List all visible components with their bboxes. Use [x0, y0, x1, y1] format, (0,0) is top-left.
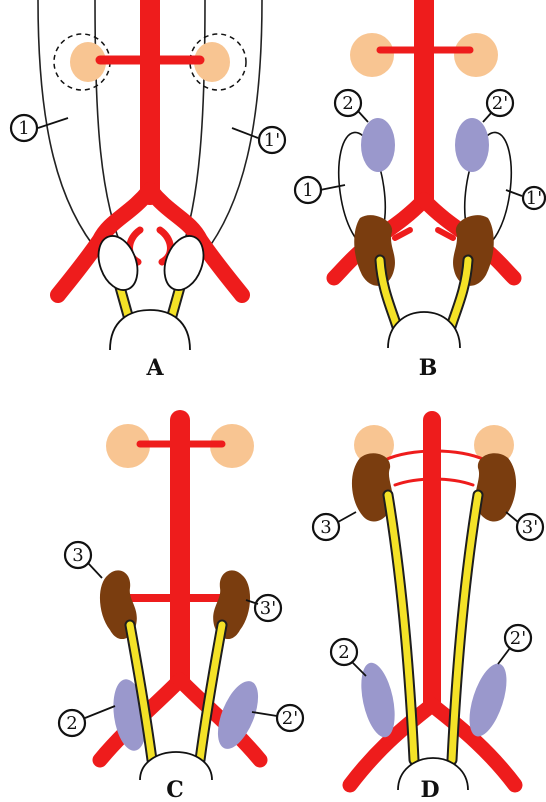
- svg-text:1: 1: [302, 180, 313, 201]
- svg-text:1': 1': [264, 130, 280, 151]
- svg-text:3: 3: [320, 517, 331, 538]
- callout-3prime-c: 3': [246, 595, 281, 621]
- panel-label-a: A: [145, 355, 164, 381]
- callout-2prime-d: 2': [498, 625, 531, 664]
- panel-d: 3 3' 2 2' D: [313, 420, 543, 802]
- mesonephros-right-b: [455, 118, 489, 172]
- callout-1-a: 1: [11, 115, 68, 141]
- svg-text:2: 2: [342, 93, 353, 114]
- svg-text:2: 2: [66, 713, 77, 734]
- svg-text:2': 2': [492, 93, 508, 114]
- panel-a: 1 1' A: [11, 0, 285, 381]
- mesonephros-left-b: [361, 118, 395, 172]
- callout-2prime-c: 2': [252, 705, 303, 731]
- callout-2prime-b: 2': [483, 90, 513, 122]
- callout-1prime-a: 1': [232, 127, 285, 153]
- gonad-left-b: [350, 33, 394, 77]
- callout-1-b: 1: [295, 177, 345, 203]
- callout-3-d: 3: [313, 512, 356, 540]
- callout-3prime-d: 3': [506, 512, 543, 540]
- panel-b: 2 2' 1 1' B: [295, 0, 545, 381]
- metanephros-right-b: [453, 215, 494, 286]
- callout-2-b: 2: [335, 90, 368, 122]
- svg-text:2': 2': [510, 628, 526, 649]
- panel-c: 3 3' 2 2' C: [59, 420, 303, 802]
- svg-text:3': 3': [522, 517, 538, 538]
- callout-2-c: 2: [59, 706, 115, 736]
- panel-label-b: B: [419, 355, 438, 381]
- svg-text:2: 2: [338, 642, 349, 663]
- svg-text:1: 1: [18, 118, 29, 139]
- metanephros-left-b: [354, 215, 395, 286]
- svg-text:1': 1': [526, 188, 542, 209]
- callout-1prime-b: 1': [506, 187, 545, 209]
- gonad-right-b: [454, 33, 498, 77]
- callout-3-c: 3: [65, 542, 102, 578]
- svg-text:3': 3': [260, 598, 276, 619]
- cloaca-a: [110, 310, 190, 350]
- panel-label-d: D: [420, 777, 439, 802]
- callout-2-d: 2: [331, 639, 366, 676]
- svg-text:3: 3: [72, 545, 83, 566]
- panel-label-c: C: [166, 777, 184, 802]
- metanephros-right-d: [475, 453, 516, 521]
- svg-text:2': 2': [282, 708, 298, 729]
